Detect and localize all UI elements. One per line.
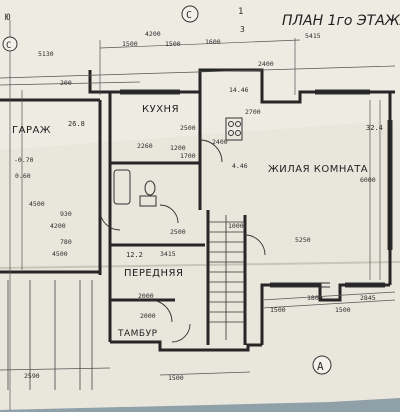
dim-2700: 2700: [245, 108, 261, 116]
room-garage-area: 26.8: [68, 120, 85, 128]
garage-floor-slope: [7, 280, 93, 390]
dim-1200: 1200: [170, 144, 186, 152]
dim-2000: 2000: [138, 292, 154, 300]
dim-2500b: 2500: [170, 228, 186, 236]
paper-fold: [0, 261, 400, 269]
room-hall: ПЕРЕДНЯЯ: [124, 268, 183, 279]
axis-label-bottom: А: [317, 360, 324, 373]
dim-200: 200: [60, 79, 72, 87]
dim-1000: 1000: [228, 222, 244, 230]
dim-5250: 5250: [295, 236, 311, 244]
dim-060: 0.60: [15, 172, 31, 180]
dimension-labels: 4200 1500 1500 5130 5415 1600 200 -0.70 …: [14, 30, 376, 382]
dim-2845: 2845: [360, 294, 376, 302]
plan-title: ПЛАН 1го ЭТАЖА: [282, 13, 400, 29]
dim-2590: 2590: [24, 372, 40, 380]
dim-1500a: 1500: [122, 40, 138, 48]
walls: [0, 68, 395, 352]
dim-930: 930: [60, 210, 72, 218]
room-vestibule: ТАМБУР: [117, 329, 158, 339]
dim-1500e: 1500: [335, 306, 351, 314]
dim-2400b: 2400: [258, 60, 274, 68]
dim-1800: 1800: [307, 294, 323, 302]
dim-1500c: 1500: [168, 374, 184, 382]
dim-4200b: 4200: [50, 222, 66, 230]
dim-5130: 5130: [38, 50, 54, 58]
room-living: ЖИЛАЯ КОМНАТА: [268, 164, 368, 175]
dim-5415: 5415: [305, 32, 321, 40]
axis-marker-bottom: [312, 355, 332, 375]
door-swings: [99, 139, 266, 343]
dim-1500d: 1500: [270, 306, 286, 314]
dim-4500b: 4500: [52, 250, 68, 258]
axis-marker-top: [181, 5, 199, 23]
windows: [120, 89, 393, 288]
axis-label-left-mid: С: [6, 41, 11, 51]
dim-2000b: 2000: [140, 312, 156, 320]
axis-label-left-top: Ю: [5, 13, 11, 23]
dim-1700: 1700: [180, 152, 196, 160]
dim-4500: 4500: [29, 200, 45, 208]
room-kitchen-area: 14.46: [229, 86, 249, 94]
dim-4200: 4200: [145, 30, 161, 38]
dim-1600: 1600: [205, 38, 221, 46]
room-hall-area: 12.2: [126, 251, 143, 259]
sheet-ref: 1: [238, 7, 243, 17]
kitchen-stove: [225, 117, 243, 141]
axis-marker-left: [2, 36, 18, 52]
room-kitchen: КУХНЯ: [142, 104, 179, 115]
room-garage: ГАРАЖ: [12, 125, 51, 136]
dim-1500b: 1500: [165, 40, 181, 48]
dim-6000: 6000: [360, 176, 376, 184]
dim-780: 780: [60, 238, 72, 246]
room-bath-area: 4.46: [232, 162, 248, 170]
dim-3415: 3415: [160, 250, 176, 258]
axis-label-top: С: [186, 10, 192, 21]
room-living-area: 32.4: [366, 124, 383, 132]
dim-m070: -0.70: [14, 156, 34, 164]
dim-2260: 2260: [137, 142, 153, 150]
staircase: [208, 215, 245, 340]
bath-fixtures: [113, 169, 157, 207]
sheet-sub: 3: [240, 25, 245, 34]
dim-2400: 2400: [212, 138, 228, 146]
dim-2500a: 2500: [180, 124, 196, 132]
